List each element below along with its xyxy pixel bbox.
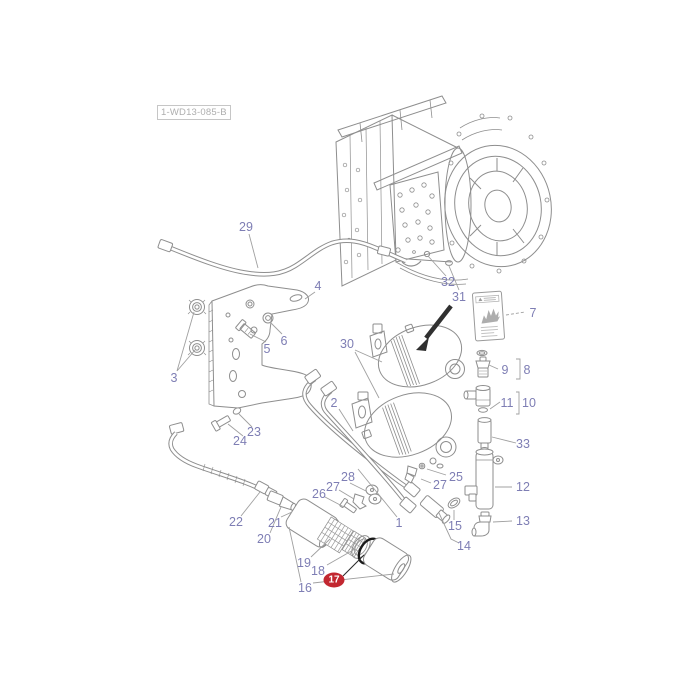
part-callout-30[interactable]: 30: [340, 336, 354, 351]
part-callout-27[interactable]: 27: [433, 477, 447, 492]
part-callout-9[interactable]: 9: [501, 362, 509, 377]
part-callout-5[interactable]: 5: [263, 341, 271, 356]
part-callout-15[interactable]: 15: [448, 518, 462, 533]
part-callout-13[interactable]: 13: [516, 513, 530, 528]
drawing-reference-code: 1-WD13-085-B: [157, 105, 231, 120]
part-callout-23[interactable]: 23: [247, 424, 261, 439]
part-callout-1[interactable]: 1: [395, 515, 403, 530]
hose-22-drawing: [168, 407, 302, 516]
part-callout-26[interactable]: 26: [312, 486, 326, 501]
warning-decal-icon: [471, 290, 506, 342]
bracket-drawing: [187, 284, 312, 409]
part-callout-4[interactable]: 4: [314, 278, 322, 293]
part-callout-16[interactable]: 16: [298, 580, 312, 595]
part-callout-8[interactable]: 8: [523, 362, 531, 377]
transmission-drawing: [335, 95, 552, 287]
part-callout-22[interactable]: 22: [229, 514, 243, 529]
part-callout-21[interactable]: 21: [268, 515, 282, 530]
pipe-29-drawing: [157, 238, 407, 277]
filter-drawing: [285, 498, 412, 583]
fittings-column-drawing: [447, 349, 504, 537]
part-callout-20[interactable]: 20: [257, 531, 271, 546]
part-callout-33[interactable]: 33: [516, 436, 530, 451]
part-callout-29[interactable]: 29: [239, 219, 253, 234]
part-callout-10[interactable]: 10: [522, 395, 536, 410]
part-callout-2[interactable]: 2: [330, 395, 338, 410]
part-callout-31[interactable]: 31: [452, 289, 466, 304]
part-callout-27[interactable]: 27: [326, 479, 340, 494]
hydraulic-pipes-drawing: [302, 368, 451, 524]
part-callout-28[interactable]: 28: [341, 469, 355, 484]
part-callout-32[interactable]: 32: [441, 274, 455, 289]
part-callout-24[interactable]: 24: [233, 433, 247, 448]
part-callout-25[interactable]: 25: [449, 469, 463, 484]
part-callout-6[interactable]: 6: [280, 333, 288, 348]
part-callout-18[interactable]: 18: [311, 563, 325, 578]
part-callout-14[interactable]: 14: [457, 538, 471, 553]
part-callout-19[interactable]: 19: [297, 555, 311, 570]
part-callout-11[interactable]: 11: [500, 395, 514, 410]
part-callout-3[interactable]: 3: [170, 370, 178, 385]
part-callout-highlighted-17[interactable]: 17: [323, 572, 345, 588]
nut-pair-drawing: [187, 299, 207, 356]
accumulator-drawing: [351, 323, 465, 469]
part-callout-12[interactable]: 12: [516, 479, 530, 494]
clamp-parts-drawing: [339, 462, 426, 514]
part-callout-7[interactable]: 7: [529, 305, 537, 320]
pointer-arrow-icon: [416, 304, 453, 351]
